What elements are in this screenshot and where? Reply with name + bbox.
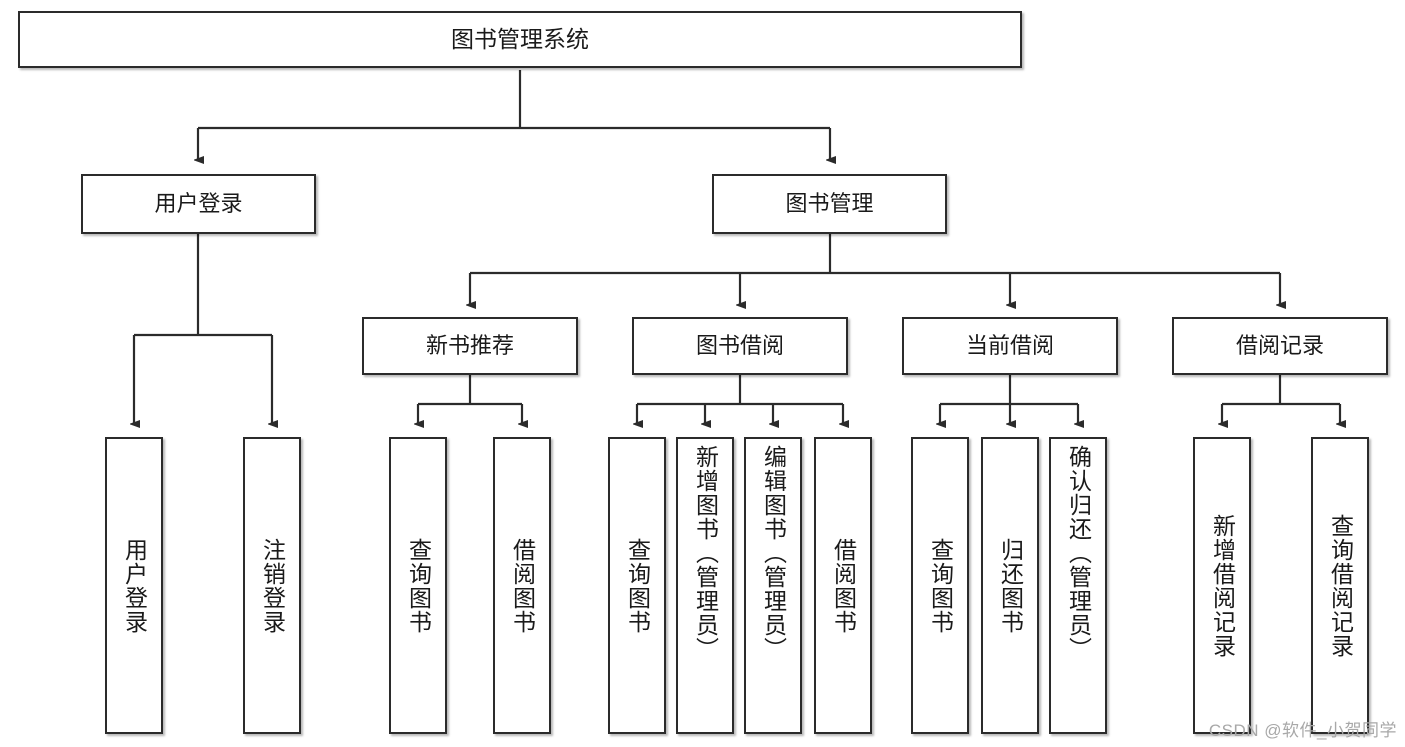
node-label: 借阅图书 bbox=[830, 537, 857, 634]
leaf-query-book-borrow[interactable]: 查询图书 bbox=[608, 437, 666, 734]
node-label: 借阅记录 bbox=[1235, 333, 1324, 359]
leaf-user-login[interactable]: 用户登录 bbox=[105, 437, 163, 734]
node-label: 用户登录 bbox=[154, 191, 243, 217]
node-label: 编辑图书（管理员） bbox=[760, 445, 787, 661]
node-root-system[interactable]: 图书管理系统 bbox=[18, 11, 1022, 68]
node-label: 归还图书 bbox=[997, 537, 1024, 634]
node-label: 新书推荐 bbox=[425, 333, 514, 359]
node-book-management[interactable]: 图书管理 bbox=[712, 174, 947, 234]
node-label: 借阅图书 bbox=[509, 537, 536, 634]
leaf-borrow-book[interactable]: 借阅图书 bbox=[814, 437, 872, 734]
leaf-add-borrow-record[interactable]: 新增借阅记录 bbox=[1193, 437, 1251, 734]
leaf-add-book-admin[interactable]: 新增图书（管理员） bbox=[676, 437, 734, 734]
node-label: 新增借阅记录 bbox=[1209, 513, 1236, 658]
node-current-borrow[interactable]: 当前借阅 bbox=[902, 317, 1118, 375]
node-label: 注销登录 bbox=[259, 537, 286, 634]
node-label: 确认归还（管理员） bbox=[1065, 445, 1092, 661]
node-label: 当前借阅 bbox=[965, 333, 1054, 359]
node-label: 新增图书（管理员） bbox=[692, 445, 719, 661]
node-book-borrow[interactable]: 图书借阅 bbox=[632, 317, 848, 375]
node-label: 用户登录 bbox=[121, 537, 148, 634]
node-label: 图书管理 bbox=[785, 191, 874, 217]
leaf-edit-book-admin[interactable]: 编辑图书（管理员） bbox=[744, 437, 802, 734]
leaf-query-book-current[interactable]: 查询图书 bbox=[911, 437, 969, 734]
node-label: 查询图书 bbox=[624, 537, 651, 634]
node-label: 查询借阅记录 bbox=[1327, 513, 1354, 658]
leaf-user-logout[interactable]: 注销登录 bbox=[243, 437, 301, 734]
watermark: CSDN @软件_小贺同学 bbox=[1208, 721, 1397, 740]
leaf-query-book-recommend[interactable]: 查询图书 bbox=[389, 437, 447, 734]
node-label: 查询图书 bbox=[405, 537, 432, 634]
node-label: 图书借阅 bbox=[695, 333, 784, 359]
leaf-confirm-return-admin[interactable]: 确认归还（管理员） bbox=[1049, 437, 1107, 734]
leaf-return-book[interactable]: 归还图书 bbox=[981, 437, 1039, 734]
node-label: 图书管理系统 bbox=[451, 26, 589, 53]
leaf-query-borrow-record[interactable]: 查询借阅记录 bbox=[1311, 437, 1369, 734]
leaf-borrow-book-recommend[interactable]: 借阅图书 bbox=[493, 437, 551, 734]
node-user-login[interactable]: 用户登录 bbox=[81, 174, 316, 234]
node-new-book-recommend[interactable]: 新书推荐 bbox=[362, 317, 578, 375]
node-borrow-record[interactable]: 借阅记录 bbox=[1172, 317, 1388, 375]
node-label: 查询图书 bbox=[927, 537, 954, 634]
